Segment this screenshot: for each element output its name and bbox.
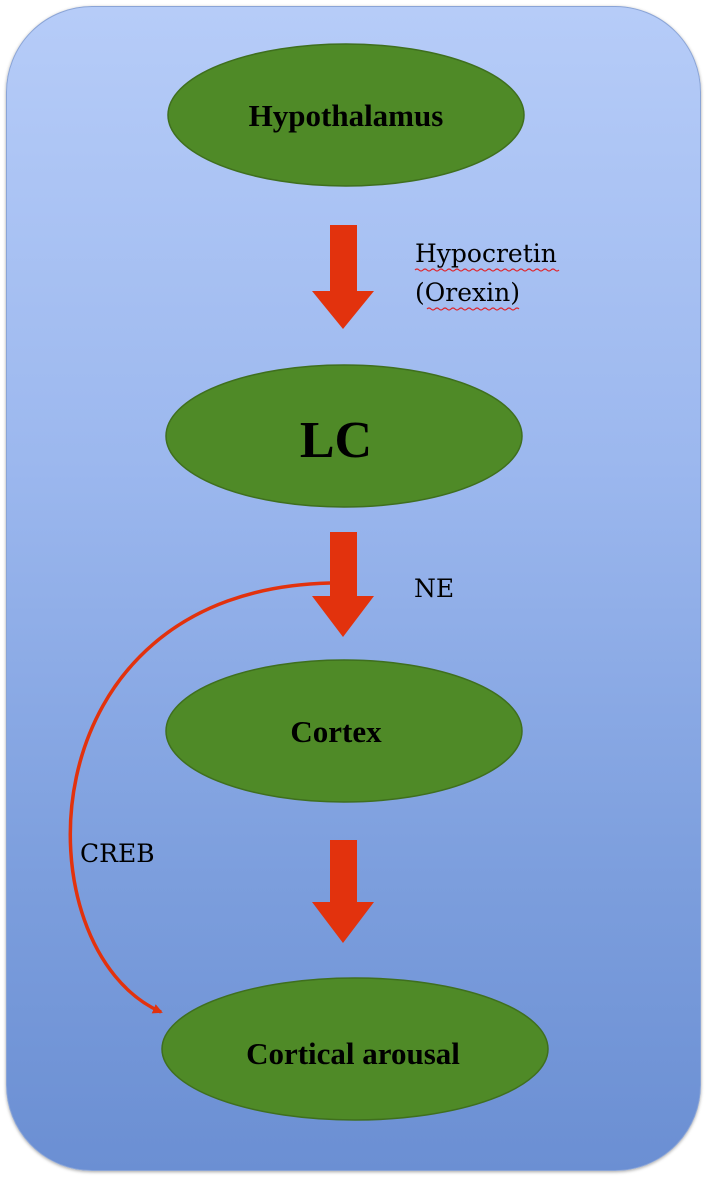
node-hypothalamus-label: Hypothalamus [249, 98, 444, 133]
node-hypothalamus: Hypothalamus [167, 43, 525, 187]
arrow-cortex-to-cortical-arousal [312, 840, 374, 943]
arrow-hypothalamus-to-lc [312, 225, 374, 329]
node-lc: LC [165, 364, 523, 508]
arrow-lc-to-cortex [312, 532, 374, 637]
node-cortex: Cortex [165, 659, 523, 803]
label-creb: CREB [80, 839, 155, 868]
spellcheck-underline-hypocretin [414, 268, 560, 272]
node-cortical-arousal: Cortical arousal [161, 977, 549, 1121]
label-ne: NE [414, 574, 454, 603]
label-hypocretin: Hypocretin [415, 239, 557, 268]
node-cortical-arousal-label: Cortical arousal [246, 1036, 460, 1071]
label-orexin: (Orexin) [415, 278, 520, 307]
node-cortex-label: Cortex [290, 714, 382, 749]
arrow-creb-curve [68, 581, 331, 1014]
node-lc-label: LC [300, 412, 372, 469]
spellcheck-underline-orexin [426, 307, 520, 311]
